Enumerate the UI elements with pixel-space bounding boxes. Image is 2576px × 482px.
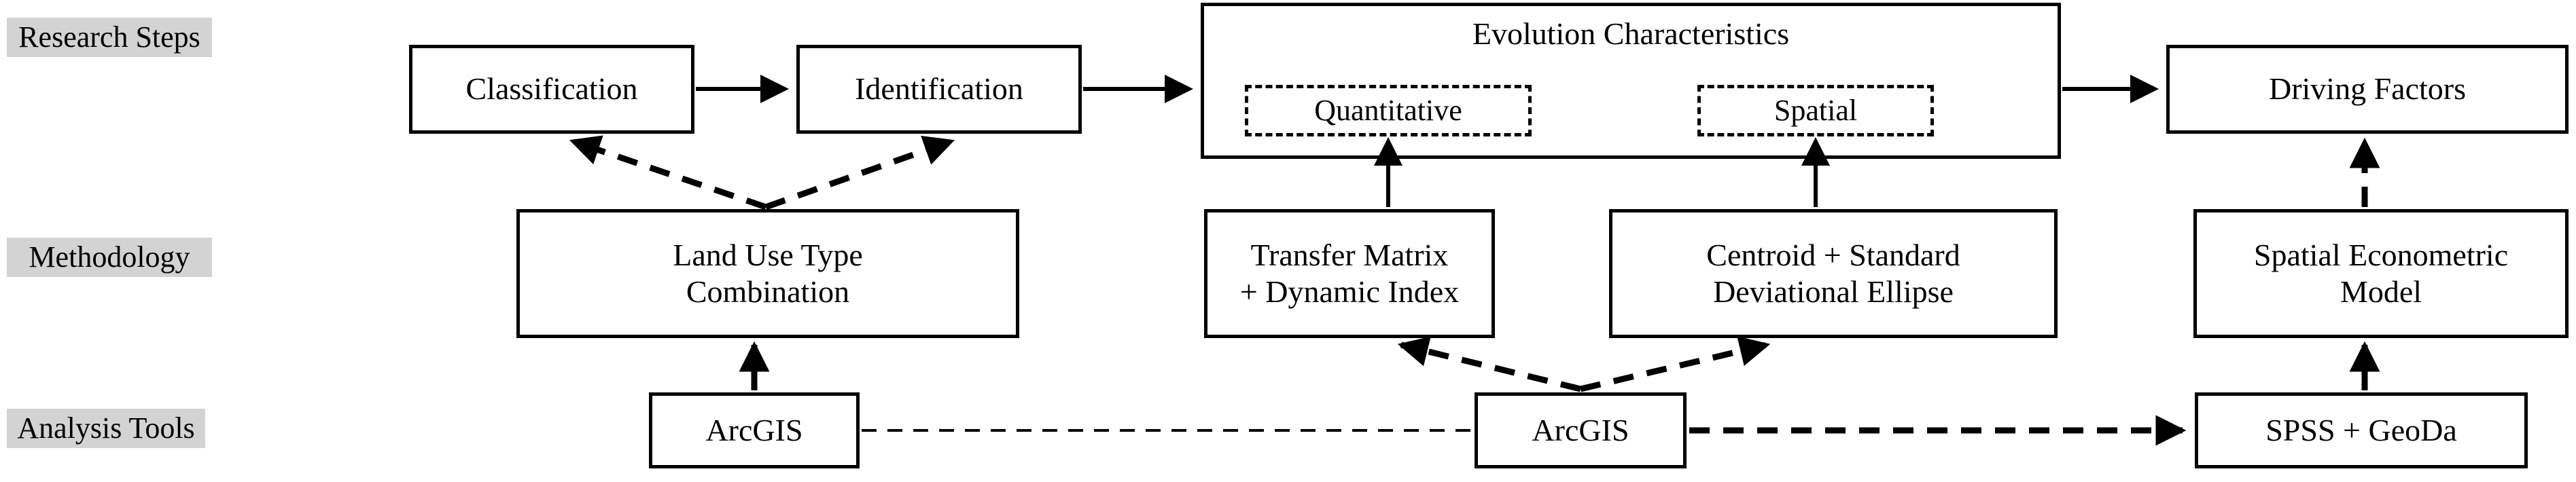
node-classification-label: Classification: [465, 71, 638, 107]
row-label-research-steps-text: Research Steps: [18, 20, 200, 54]
node-spss-geoda[interactable]: SPSS + GeoDa: [2195, 392, 2528, 468]
node-econometric-line2: Model: [2340, 274, 2422, 309]
node-identification-label: Identification: [855, 71, 1023, 107]
node-spatial-econometric-model[interactable]: Spatial Econometric Model: [2193, 209, 2569, 338]
row-label-methodology: Methodology: [7, 238, 212, 277]
node-arcgis-middle[interactable]: ArcGIS: [1475, 392, 1687, 468]
node-identification[interactable]: Identification: [796, 45, 1082, 134]
node-transfer-matrix[interactable]: Transfer Matrix + Dynamic Index: [1204, 209, 1495, 338]
node-land-use-line1: Land Use Type: [673, 237, 863, 272]
edge-arcgis-middle-to-centroid: [1579, 336, 1771, 392]
row-label-analysis-tools: Analysis Tools: [7, 409, 205, 448]
node-driving-factors-label: Driving Factors: [2268, 71, 2466, 107]
node-driving-factors[interactable]: Driving Factors: [2166, 45, 2569, 134]
row-label-research-steps: Research Steps: [7, 18, 212, 57]
node-centroid-line1: Centroid + Standard: [1706, 237, 1960, 272]
node-econometric-line1: Spatial Econometric: [2253, 237, 2509, 272]
row-label-methodology-text: Methodology: [29, 240, 190, 274]
node-transfer-matrix-line1: Transfer Matrix: [1250, 237, 1449, 272]
node-transfer-matrix-line2: + Dynamic Index: [1239, 274, 1460, 309]
node-quantitative-label: Quantitative: [1314, 93, 1462, 127]
node-centroid-line2: Deviational Ellipse: [1713, 274, 1954, 309]
node-spatial[interactable]: Spatial: [1697, 85, 1934, 136]
group-evolution-characteristics-title: Evolution Characteristics: [1472, 16, 1790, 51]
row-label-analysis-tools-text: Analysis Tools: [17, 411, 195, 445]
node-spss-geoda-label: SPSS + GeoDa: [2265, 412, 2457, 447]
node-land-use-type-combination[interactable]: Land Use Type Combination: [516, 209, 1019, 338]
edge-arcgis-middle-to-transfer-matrix: [1397, 336, 1582, 392]
node-spatial-label: Spatial: [1774, 93, 1858, 127]
edge-landuse-to-classification: [569, 135, 767, 210]
node-arcgis-middle-label: ArcGIS: [1532, 412, 1629, 447]
node-centroid-ellipse[interactable]: Centroid + Standard Deviational Ellipse: [1609, 209, 2058, 338]
node-classification[interactable]: Classification: [409, 45, 694, 134]
node-arcgis-left-label: ArcGIS: [705, 412, 803, 447]
node-land-use-line2: Combination: [686, 274, 850, 309]
edge-landuse-to-identification: [764, 136, 955, 210]
node-arcgis-left[interactable]: ArcGIS: [649, 392, 860, 468]
node-quantitative[interactable]: Quantitative: [1245, 85, 1532, 136]
